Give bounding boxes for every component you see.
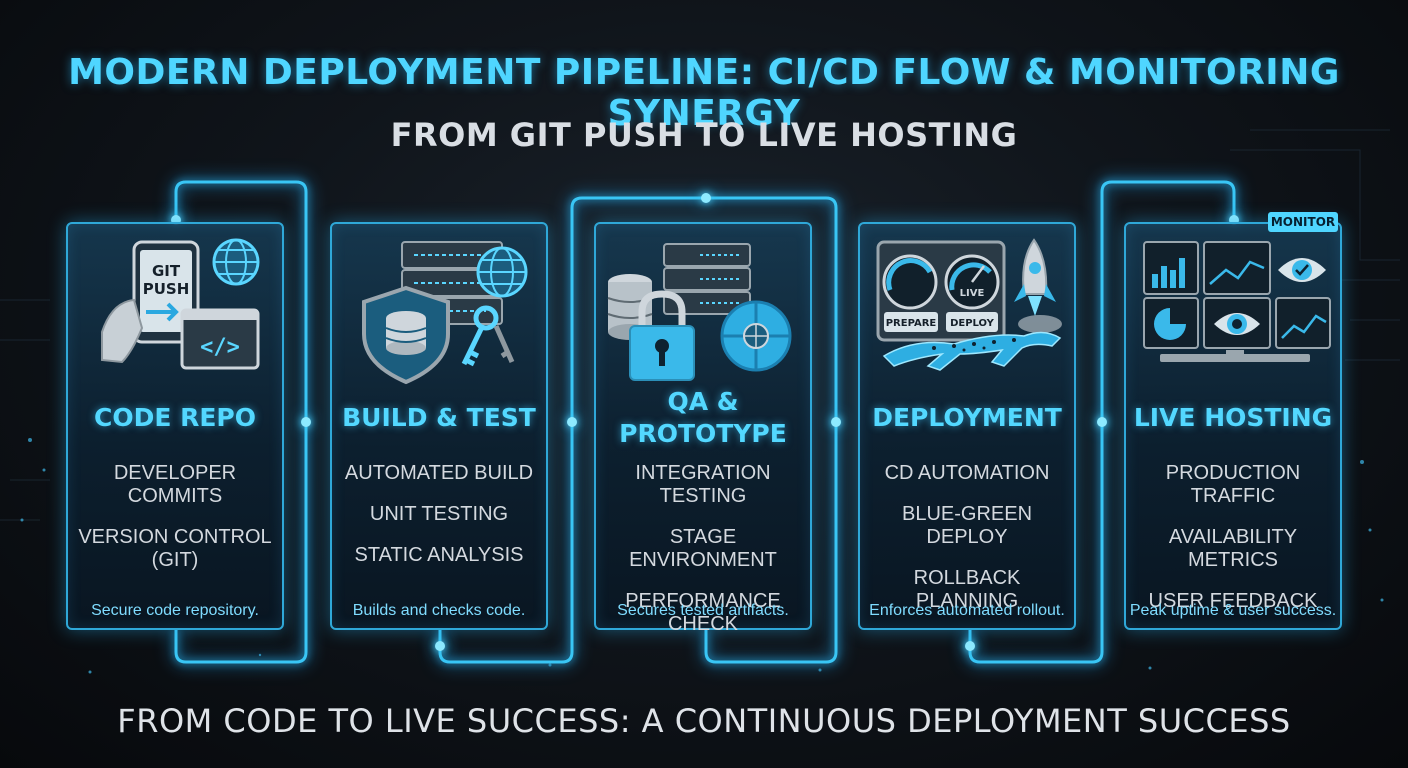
page-title: MODERN DEPLOYMENT PIPELINE: CI/CD FLOW &… xyxy=(68,52,1340,134)
connector-node xyxy=(567,417,577,427)
server-shield-icon xyxy=(362,241,528,385)
stage-description: Enforces automated rollout. xyxy=(869,602,1065,619)
monitor-tag: MONITOR xyxy=(1268,212,1338,232)
stage-card-code-repo: GIT PUSH </> CODE REPO DEVELOPER COMMITS… xyxy=(66,222,284,630)
stage-title-line: QA & xyxy=(667,387,739,416)
stage-item: PERFORMANCE CHECK xyxy=(625,590,781,635)
svg-text:LIVE: LIVE xyxy=(960,288,985,299)
stage-item: BLUE-GREEN DEPLOY xyxy=(901,503,1033,548)
stage-title: BUILD & TEST xyxy=(342,403,536,432)
stage-title: DEPLOYMENT xyxy=(872,403,1062,432)
monitor-dashboard-icon xyxy=(1143,241,1331,362)
stage-item: VERSION CONTROL (GIT) xyxy=(78,526,272,571)
svg-text:GIT: GIT xyxy=(152,262,181,280)
stage-card-deployment: LIVE PREPARE DEPLOY DEPLOYMENT CD AUTOMA… xyxy=(858,222,1076,630)
footer-caption: FROM CODE TO LIVE SUCCESS: A CONTINUOUS … xyxy=(117,702,1291,740)
stage-item: STATIC ANALYSIS xyxy=(354,544,524,566)
stage-card-live-hosting: LIVE HOSTING PRODUCTION TRAFFIC AVAILABI… xyxy=(1124,222,1342,630)
stage-item: PRODUCTION TRAFFIC xyxy=(1165,462,1301,507)
connector-node xyxy=(831,417,841,427)
connector-node xyxy=(965,641,975,651)
stage-title: CODE REPO xyxy=(93,403,257,432)
svg-text:PUSH: PUSH xyxy=(143,280,190,298)
stage-item: INTEGRATION TESTING xyxy=(635,462,771,507)
stage-item: ROLLBACK PLANNING xyxy=(913,567,1021,612)
lock-puzzle-icon xyxy=(607,243,792,381)
git-push-icon: GIT PUSH </> xyxy=(101,238,260,370)
stage-title: QA & PROTOTYPE xyxy=(596,386,810,450)
stage-item: STAGE ENVIRONMENT xyxy=(629,526,777,571)
stage-item: DEVELOPER COMMITS xyxy=(113,462,237,507)
stage-card-build-test: BUILD & TEST AUTOMATED BUILD UNIT TESTIN… xyxy=(330,222,548,630)
connector-node xyxy=(301,417,311,427)
stage-item: CD AUTOMATION xyxy=(884,462,1050,484)
stage-title: LIVE HOSTING xyxy=(1133,403,1333,432)
connector-node xyxy=(1097,417,1107,427)
connector-node xyxy=(701,193,711,203)
gauge-rocket-icon: LIVE PREPARE DEPLOY xyxy=(876,238,1062,371)
connector-node xyxy=(1229,215,1239,225)
stage-item: UNIT TESTING xyxy=(369,503,509,525)
stage-item: AVAILABILITY METRICS xyxy=(1168,526,1298,571)
stage-description: Builds and checks code. xyxy=(352,602,526,619)
page-subtitle: FROM GIT PUSH TO LIVE HOSTING xyxy=(390,116,1018,154)
connector-node xyxy=(171,215,181,225)
stage-item: USER FEEDBACK xyxy=(1148,590,1318,612)
svg-text:PREPARE: PREPARE xyxy=(886,318,937,329)
stage-description: Secure code repository. xyxy=(91,602,259,619)
connector-node xyxy=(435,641,445,651)
stage-item: AUTOMATED BUILD xyxy=(344,462,534,484)
stage-description: Secures tested artifacts. xyxy=(617,602,789,619)
stage-description: Peak uptime & user success. xyxy=(1129,602,1337,619)
stage-card-qa-prototype: QA & PROTOTYPE INTEGRATION TESTING STAGE… xyxy=(594,222,812,635)
svg-text:DEPLOY: DEPLOY xyxy=(950,318,995,329)
svg-text:</>: </> xyxy=(200,335,240,360)
stage-title-line: PROTOTYPE xyxy=(619,419,787,448)
